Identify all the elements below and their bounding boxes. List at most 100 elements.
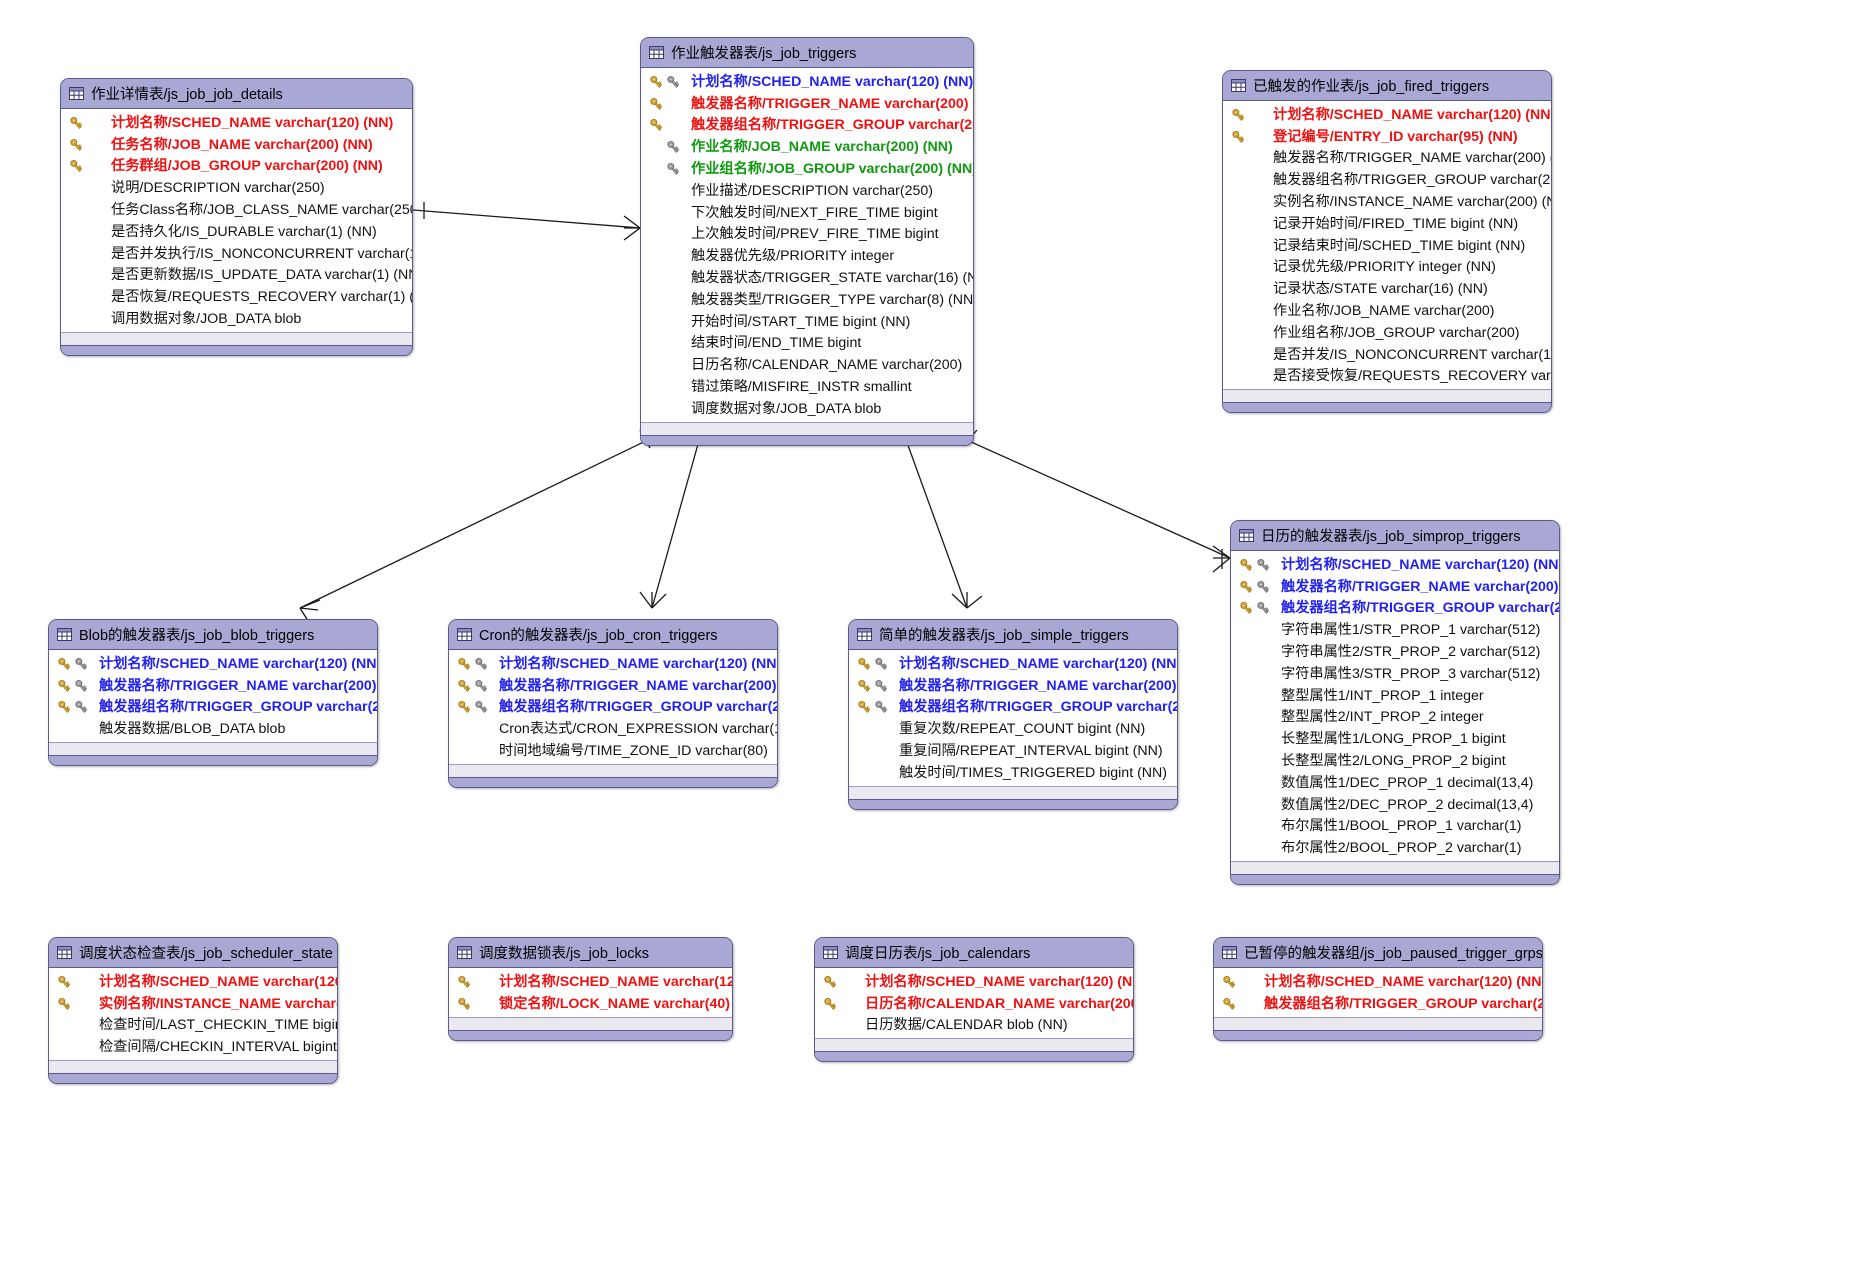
entity-header-scheduler_state[interactable]: 调度状态检查表/js_job_scheduler_state: [49, 938, 337, 968]
entity-fired_triggers[interactable]: 已触发的作业表/js_job_fired_triggers 计划名称/SCHED_…: [1222, 70, 1552, 414]
attribute-row[interactable]: 触发器状态/TRIGGER_STATE varchar(16) (NN): [641, 267, 973, 289]
attribute-row[interactable]: 记录结束时间/SCHED_TIME bigint (NN): [1223, 235, 1551, 257]
attribute-row[interactable]: 字符串属性3/STR_PROP_3 varchar(512): [1231, 663, 1559, 685]
attribute-row[interactable]: 记录优先级/PRIORITY integer (NN): [1223, 257, 1551, 279]
attribute-row[interactable]: 触发器组名称/TRIGGER_GROUP varchar(200) (NN): [1223, 169, 1551, 191]
attribute-row[interactable]: 计划名称/SCHED_NAME varchar(120) (NN): [1231, 554, 1559, 576]
attribute-row[interactable]: 触发器名称/TRIGGER_NAME varchar(200) (NN): [49, 675, 377, 697]
attribute-row[interactable]: 日历数据/CALENDAR blob (NN): [815, 1015, 1133, 1037]
attribute-row[interactable]: 触发器组名称/TRIGGER_GROUP varchar(200) (NN): [641, 115, 973, 137]
attribute-row[interactable]: 任务群组/JOB_GROUP varchar(200) (NN): [61, 156, 412, 178]
attribute-row[interactable]: 触发器类型/TRIGGER_TYPE varchar(8) (NN): [641, 289, 973, 311]
attribute-row[interactable]: 布尔属性1/BOOL_PROP_1 varchar(1): [1231, 816, 1559, 838]
attribute-row[interactable]: 检查时间/LAST_CHECKIN_TIME bigint (NN): [49, 1015, 337, 1037]
entity-header-job_details[interactable]: 作业详情表/js_job_job_details: [61, 79, 412, 109]
attribute-row[interactable]: 时间地域编号/TIME_ZONE_ID varchar(80): [449, 740, 777, 762]
attribute-row[interactable]: 数值属性2/DEC_PROP_2 decimal(13,4): [1231, 794, 1559, 816]
attribute-row[interactable]: 任务名称/JOB_NAME varchar(200) (NN): [61, 134, 412, 156]
entity-header-job_triggers[interactable]: 作业触发器表/js_job_triggers: [641, 38, 973, 68]
attribute-row[interactable]: 调度数据对象/JOB_DATA blob: [641, 398, 973, 420]
entity-simprop_triggers[interactable]: 日历的触发器表/js_job_simprop_triggers 计划名称/SCHE…: [1230, 520, 1560, 886]
attribute-row[interactable]: 触发器名称/TRIGGER_NAME varchar(200) (NN): [449, 675, 777, 697]
attribute-row[interactable]: 作业描述/DESCRIPTION varchar(250): [641, 180, 973, 202]
attribute-row[interactable]: 计划名称/SCHED_NAME varchar(120) (NN): [49, 653, 377, 675]
attribute-row[interactable]: 作业名称/JOB_NAME varchar(200): [1223, 300, 1551, 322]
attribute-row[interactable]: 计划名称/SCHED_NAME varchar(120) (NN): [1214, 971, 1542, 993]
entity-header-fired_triggers[interactable]: 已触发的作业表/js_job_fired_triggers: [1223, 71, 1551, 101]
attribute-row[interactable]: 任务Class名称/JOB_CLASS_NAME varchar(250) (N…: [61, 199, 412, 221]
attribute-row[interactable]: 检查间隔/CHECKIN_INTERVAL bigint (NN): [49, 1036, 337, 1058]
attribute-row[interactable]: 触发时间/TIMES_TRIGGERED bigint (NN): [849, 762, 1177, 784]
entity-paused_trigger_grps[interactable]: 已暂停的触发器组/js_job_paused_trigger_grps 计划名称/…: [1213, 937, 1543, 1041]
attribute-row[interactable]: 实例名称/INSTANCE_NAME varchar(200) (NN): [49, 993, 337, 1015]
entity-locks[interactable]: 调度数据锁表/js_job_locks 计划名称/SCHED_NAME varch…: [448, 937, 733, 1041]
attribute-row[interactable]: 计划名称/SCHED_NAME varchar(120) (NN): [61, 112, 412, 134]
entity-blob_triggers[interactable]: Blob的触发器表/js_job_blob_triggers 计划名称/SCHED…: [48, 619, 378, 767]
attribute-row[interactable]: 触发器名称/TRIGGER_NAME varchar(200) (NN): [1223, 148, 1551, 170]
entity-header-cron_triggers[interactable]: Cron的触发器表/js_job_cron_triggers: [449, 620, 777, 650]
attribute-row[interactable]: Cron表达式/CRON_EXPRESSION varchar(120) (NN…: [449, 718, 777, 740]
entity-header-paused_trigger_grps[interactable]: 已暂停的触发器组/js_job_paused_trigger_grps: [1214, 938, 1542, 968]
attribute-row[interactable]: 整型属性1/INT_PROP_1 integer: [1231, 685, 1559, 707]
attribute-row[interactable]: 日历名称/CALENDAR_NAME varchar(200): [641, 354, 973, 376]
attribute-row[interactable]: 结束时间/END_TIME bigint: [641, 333, 973, 355]
attribute-row[interactable]: 记录开始时间/FIRED_TIME bigint (NN): [1223, 213, 1551, 235]
attribute-row[interactable]: 下次触发时间/NEXT_FIRE_TIME bigint: [641, 202, 973, 224]
attribute-row[interactable]: 调用数据对象/JOB_DATA blob: [61, 308, 412, 330]
attribute-row[interactable]: 是否恢复/REQUESTS_RECOVERY varchar(1) (NN): [61, 286, 412, 308]
attribute-row[interactable]: 长整型属性2/LONG_PROP_2 bigint: [1231, 750, 1559, 772]
attribute-row[interactable]: 字符串属性1/STR_PROP_1 varchar(512): [1231, 619, 1559, 641]
attribute-row[interactable]: 作业组名称/JOB_GROUP varchar(200) (NN): [641, 158, 973, 180]
attribute-row[interactable]: 作业组名称/JOB_GROUP varchar(200): [1223, 322, 1551, 344]
attribute-row[interactable]: 记录状态/STATE varchar(16) (NN): [1223, 278, 1551, 300]
attribute-row[interactable]: 布尔属性2/BOOL_PROP_2 varchar(1): [1231, 837, 1559, 859]
attribute-row[interactable]: 锁定名称/LOCK_NAME varchar(40) (NN): [449, 993, 732, 1015]
attribute-row[interactable]: 重复间隔/REPEAT_INTERVAL bigint (NN): [849, 740, 1177, 762]
entity-scheduler_state[interactable]: 调度状态检查表/js_job_scheduler_state 计划名称/SCHED…: [48, 937, 338, 1085]
attribute-row[interactable]: 重复次数/REPEAT_COUNT bigint (NN): [849, 718, 1177, 740]
attribute-row[interactable]: 错过策略/MISFIRE_INSTR smallint: [641, 376, 973, 398]
attribute-row[interactable]: 计划名称/SCHED_NAME varchar(120) (NN): [49, 971, 337, 993]
attribute-row[interactable]: 触发器优先级/PRIORITY integer: [641, 245, 973, 267]
entity-simple_triggers[interactable]: 简单的触发器表/js_job_simple_triggers 计划名称/SCHED…: [848, 619, 1178, 810]
attribute-row[interactable]: 作业名称/JOB_NAME varchar(200) (NN): [641, 136, 973, 158]
entity-calendars[interactable]: 调度日历表/js_job_calendars 计划名称/SCHED_NAME va…: [814, 937, 1134, 1063]
attribute-row[interactable]: 开始时间/START_TIME bigint (NN): [641, 311, 973, 333]
attribute-row[interactable]: 触发器数据/BLOB_DATA blob: [49, 718, 377, 740]
attribute-row[interactable]: 计划名称/SCHED_NAME varchar(120) (NN): [849, 653, 1177, 675]
attribute-row[interactable]: 触发器名称/TRIGGER_NAME varchar(200) (NN): [849, 675, 1177, 697]
attribute-row[interactable]: 是否并发执行/IS_NONCONCURRENT varchar(1) (NN): [61, 243, 412, 265]
attribute-row[interactable]: 长整型属性1/LONG_PROP_1 bigint: [1231, 728, 1559, 750]
entity-header-blob_triggers[interactable]: Blob的触发器表/js_job_blob_triggers: [49, 620, 377, 650]
attribute-row[interactable]: 是否更新数据/IS_UPDATE_DATA varchar(1) (NN): [61, 265, 412, 287]
attribute-row[interactable]: 是否持久化/IS_DURABLE varchar(1) (NN): [61, 221, 412, 243]
attribute-row[interactable]: 计划名称/SCHED_NAME varchar(120) (NN): [815, 971, 1133, 993]
attribute-row[interactable]: 整型属性2/INT_PROP_2 integer: [1231, 707, 1559, 729]
entity-job_details[interactable]: 作业详情表/js_job_job_details 计划名称/SCHED_NAME …: [60, 78, 413, 356]
attribute-row[interactable]: 触发器组名称/TRIGGER_GROUP varchar(200) (NN): [849, 697, 1177, 719]
attribute-row[interactable]: 说明/DESCRIPTION varchar(250): [61, 177, 412, 199]
attribute-row[interactable]: 日历名称/CALENDAR_NAME varchar(200) (NN): [815, 993, 1133, 1015]
attribute-row[interactable]: 计划名称/SCHED_NAME varchar(120) (NN): [1223, 104, 1551, 126]
attribute-row[interactable]: 登记编号/ENTRY_ID varchar(95) (NN): [1223, 126, 1551, 148]
attribute-row[interactable]: 触发器组名称/TRIGGER_GROUP varchar(200) (NN): [1231, 598, 1559, 620]
attribute-row[interactable]: 计划名称/SCHED_NAME varchar(120) (NN): [449, 653, 777, 675]
attribute-row[interactable]: 触发器组名称/TRIGGER_GROUP varchar(200) (NN): [449, 697, 777, 719]
attribute-row[interactable]: 上次触发时间/PREV_FIRE_TIME bigint: [641, 224, 973, 246]
attribute-row[interactable]: 是否并发/IS_NONCONCURRENT varchar(1): [1223, 344, 1551, 366]
attribute-row[interactable]: 触发器名称/TRIGGER_NAME varchar(200) (NN): [1231, 576, 1559, 598]
attribute-row[interactable]: 实例名称/INSTANCE_NAME varchar(200) (NN): [1223, 191, 1551, 213]
entity-cron_triggers[interactable]: Cron的触发器表/js_job_cron_triggers 计划名称/SCHED…: [448, 619, 778, 788]
entity-header-simprop_triggers[interactable]: 日历的触发器表/js_job_simprop_triggers: [1231, 521, 1559, 551]
entity-header-locks[interactable]: 调度数据锁表/js_job_locks: [449, 938, 732, 968]
attribute-row[interactable]: 数值属性1/DEC_PROP_1 decimal(13,4): [1231, 772, 1559, 794]
entity-header-calendars[interactable]: 调度日历表/js_job_calendars: [815, 938, 1133, 968]
attribute-row[interactable]: 触发器组名称/TRIGGER_GROUP varchar(200) (NN): [49, 697, 377, 719]
entity-header-simple_triggers[interactable]: 简单的触发器表/js_job_simple_triggers: [849, 620, 1177, 650]
attribute-row[interactable]: 触发器名称/TRIGGER_NAME varchar(200) (NN): [641, 93, 973, 115]
attribute-row[interactable]: 字符串属性2/STR_PROP_2 varchar(512): [1231, 641, 1559, 663]
attribute-row[interactable]: 计划名称/SCHED_NAME varchar(120) (NN): [449, 971, 732, 993]
attribute-row[interactable]: 触发器组名称/TRIGGER_GROUP varchar(200) (NN): [1214, 993, 1542, 1015]
attribute-row[interactable]: 是否接受恢复/REQUESTS_RECOVERY varchar(1): [1223, 366, 1551, 388]
